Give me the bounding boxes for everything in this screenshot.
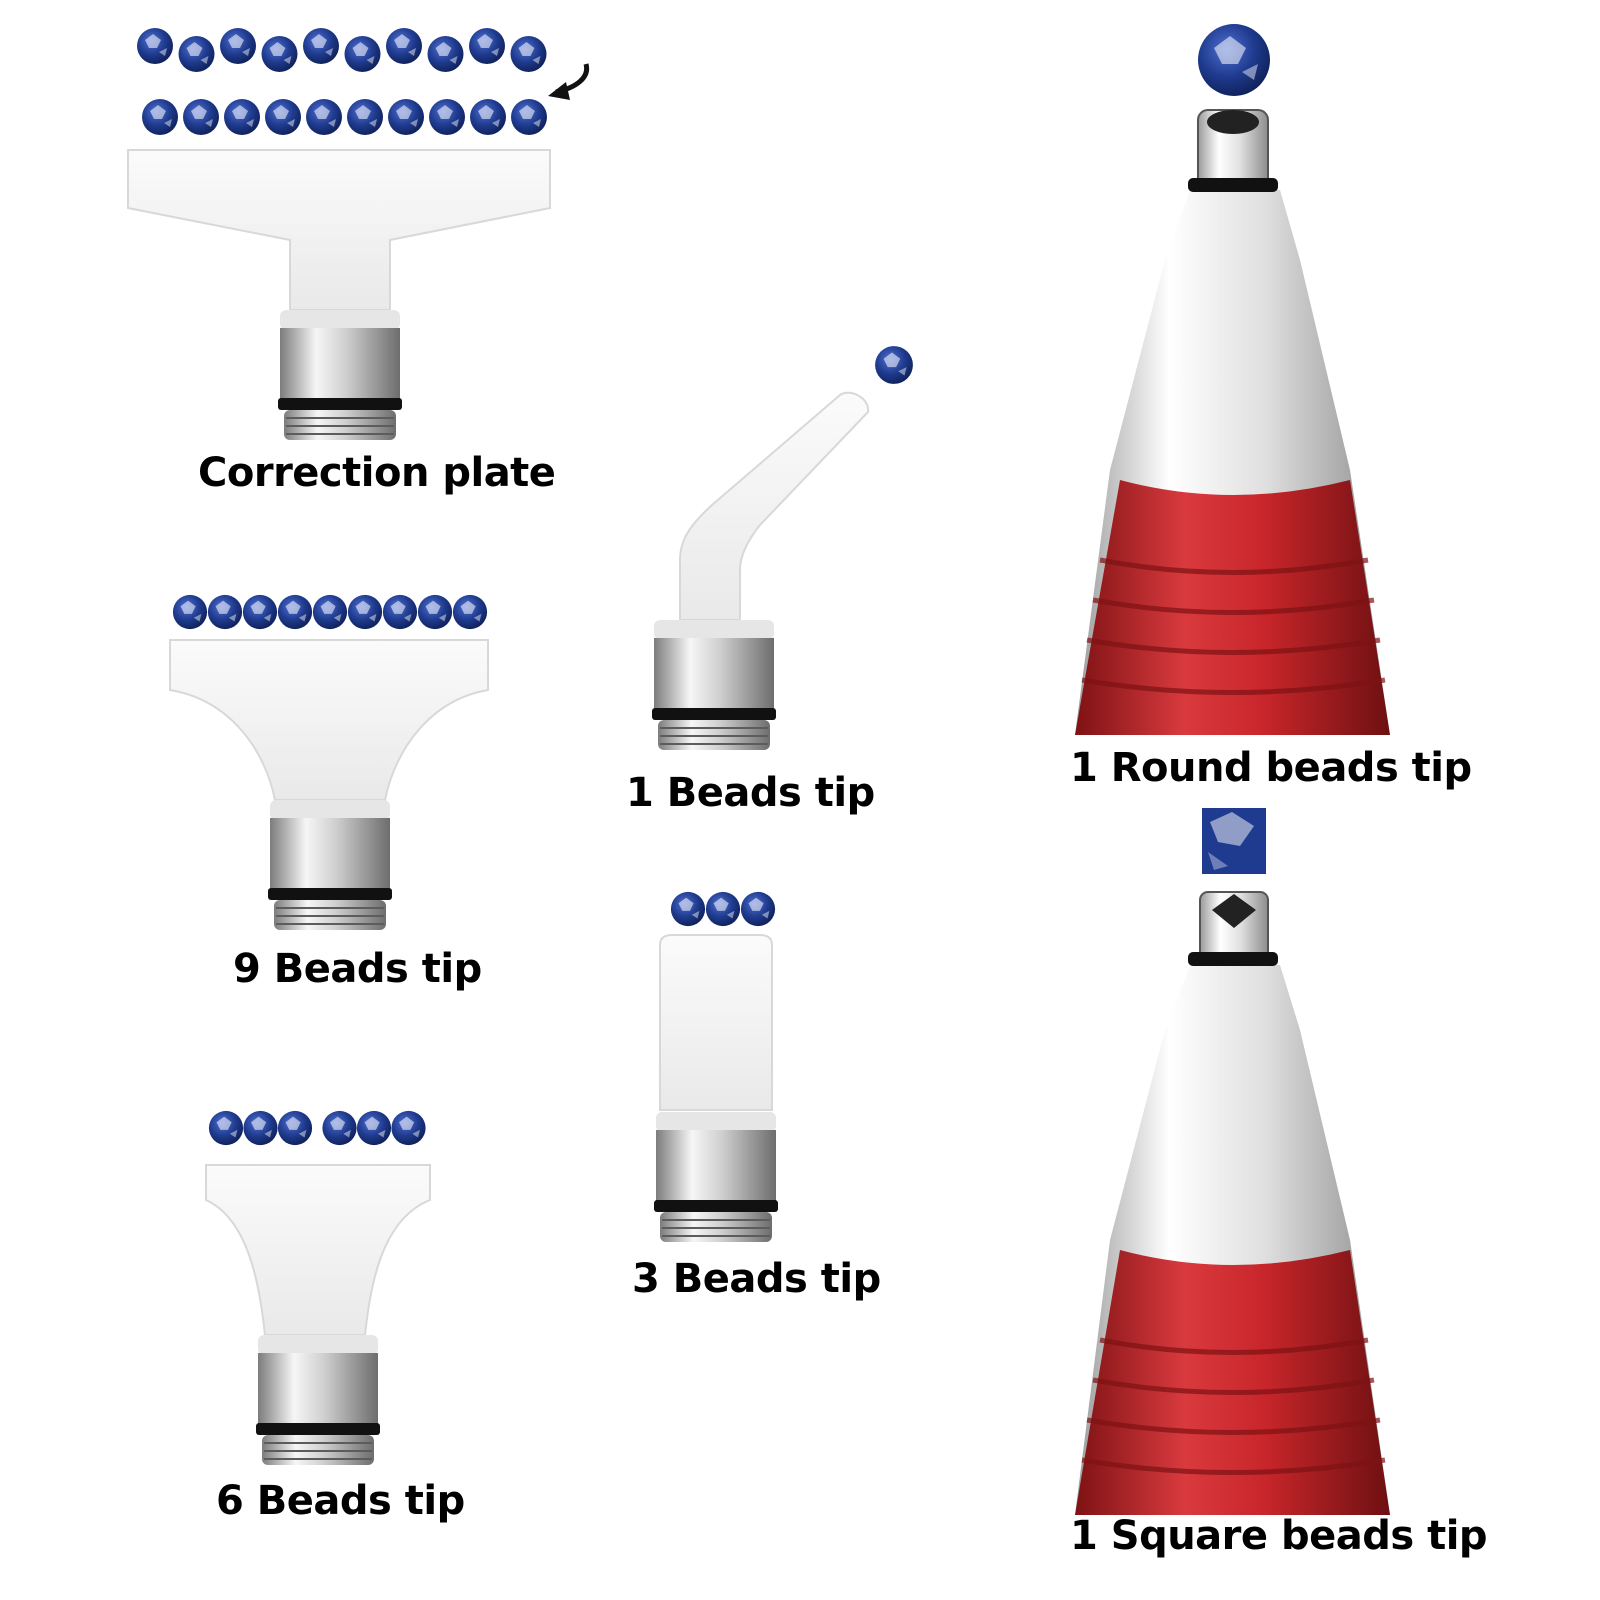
six-beads-tip-label: 6 Beads tip [216, 1478, 465, 1524]
bead [172, 594, 208, 630]
nine-beads-tip-head [169, 639, 489, 801]
nine-beads-tip-label: 9 Beads tip [233, 946, 482, 992]
bead [277, 594, 313, 630]
six-beads-tip-metal-base [255, 1334, 381, 1466]
bead [469, 28, 505, 64]
bead [705, 891, 741, 927]
square-tip-pen [1075, 891, 1390, 1515]
bead [670, 891, 706, 927]
bead [277, 1110, 313, 1146]
correction-plate-head [127, 149, 551, 311]
bead [303, 28, 339, 64]
bead [386, 28, 422, 64]
bead [510, 36, 547, 72]
bead [261, 36, 298, 72]
round-tip-pen-group [1075, 24, 1390, 735]
nine-beads-tip-metal-base [267, 799, 393, 931]
bead [178, 36, 215, 72]
bead [388, 99, 424, 135]
bead [243, 1110, 278, 1146]
single-bead [875, 346, 913, 384]
round-bead [1198, 24, 1270, 96]
bead [242, 594, 278, 630]
three-beads-tip-head [659, 934, 773, 1111]
six-beads-tip-group [205, 1110, 431, 1466]
correction-plate-metal-base [277, 309, 403, 441]
bead [322, 1110, 357, 1146]
bead [142, 99, 178, 135]
three-beads-tip-group [653, 891, 779, 1243]
one-bead-tip-label: 1 Beads tip [626, 770, 875, 816]
six-beads-tip-head [205, 1164, 431, 1336]
bead [417, 594, 453, 630]
nine-beads-row [172, 594, 488, 630]
bead [356, 1110, 392, 1146]
bead [208, 1110, 244, 1146]
square-tip-pen-group [1075, 808, 1390, 1515]
one-bead-tip-nozzle [679, 391, 870, 621]
three-beads-tip-label: 3 Beads tip [632, 1256, 881, 1302]
bead [224, 99, 260, 135]
square-beads-tip-label: 1 Square beads tip [1070, 1513, 1488, 1559]
bead [137, 28, 173, 64]
round-tip-pen [1075, 109, 1390, 735]
bead [312, 594, 348, 630]
bead [511, 99, 547, 135]
one-bead-tip-group [651, 346, 913, 751]
square-bead [1202, 808, 1266, 874]
correction-plate-group [127, 28, 590, 441]
bead [427, 36, 464, 72]
three-beads-row [670, 891, 776, 927]
bead [220, 28, 256, 64]
correction-plate-beads [137, 28, 547, 135]
three-beads-tip-metal-base [653, 1111, 779, 1243]
bead [265, 99, 301, 135]
bead [452, 594, 488, 630]
bead [344, 36, 381, 72]
bead [429, 99, 465, 135]
bead [391, 1110, 426, 1146]
six-beads-row [208, 1110, 426, 1146]
bead [382, 594, 418, 630]
nine-beads-tip-group [169, 594, 489, 931]
bead [347, 99, 383, 135]
bead [207, 594, 243, 630]
bead [183, 99, 219, 135]
one-bead-tip-metal-base [651, 619, 777, 751]
bead [740, 891, 776, 927]
bead [306, 99, 342, 135]
bead [470, 99, 506, 135]
bead [347, 594, 383, 630]
round-beads-tip-label: 1 Round beads tip [1070, 745, 1472, 791]
correction-plate-label: Correction plate [198, 450, 556, 496]
curved-arrow-icon [548, 63, 590, 100]
